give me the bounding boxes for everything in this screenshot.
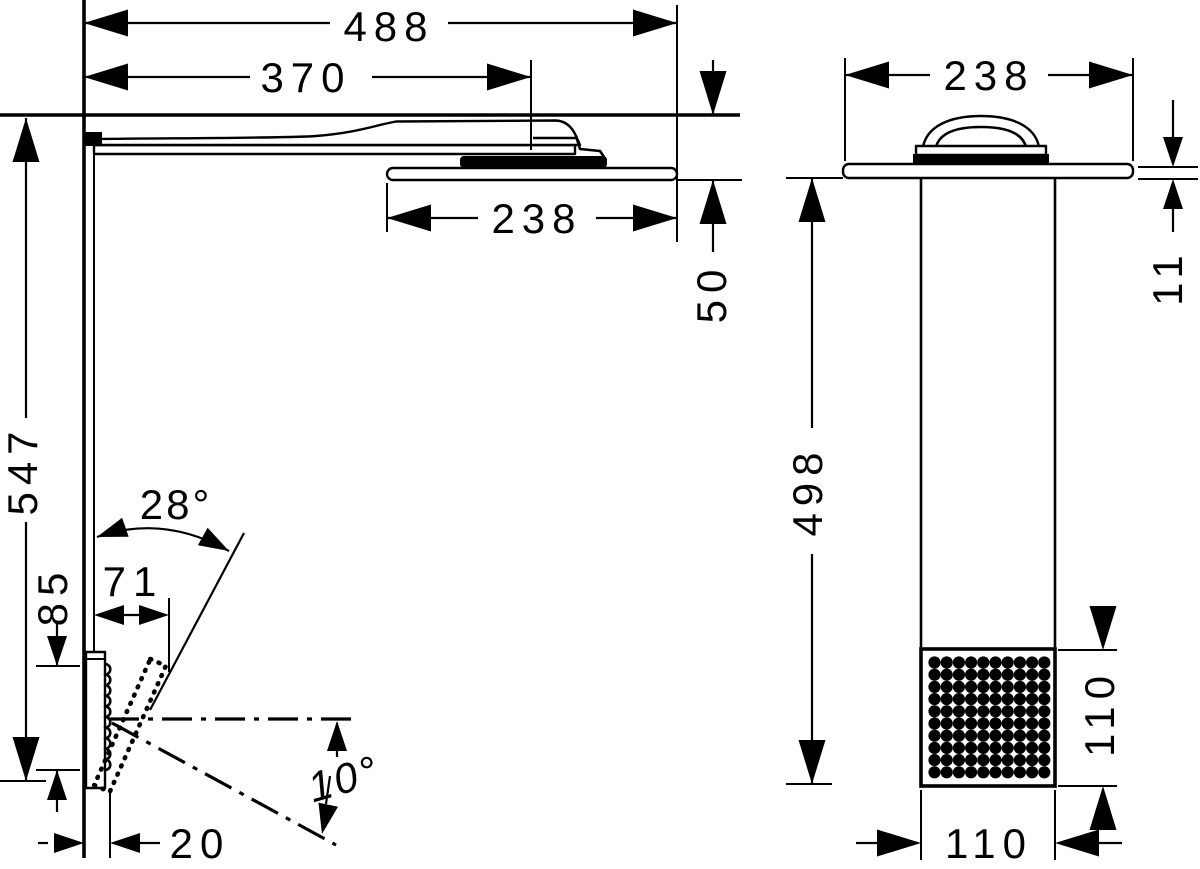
- dim-label-20: 20: [170, 820, 231, 867]
- angled-centerline: [111, 721, 337, 847]
- dim-plate-thickness: 11: [1138, 100, 1198, 306]
- dim-spray-box-width: 110: [856, 790, 1122, 867]
- dim-label-110-width: 110: [945, 820, 1033, 867]
- arm-wall-bracket: [85, 132, 102, 146]
- shower-arm: [85, 119, 607, 168]
- body-spray: [84, 650, 169, 796]
- dim-label-85: 85: [29, 566, 76, 627]
- dim-plate-width: 238: [844, 52, 1134, 161]
- spray-column: [919, 178, 1057, 788]
- dim-tilt-angle: 28°: [93, 481, 234, 560]
- body-spray-housing: [84, 650, 107, 790]
- tilted-spray-outline: [91, 655, 169, 796]
- dome-inner: [934, 125, 1028, 148]
- dim-spray-face-height: 85: [29, 566, 80, 812]
- glass-plate-side: [385, 166, 679, 182]
- spray-box: [919, 647, 1057, 788]
- spray-face-grid: [928, 656, 1051, 779]
- dome-outer: [921, 114, 1041, 149]
- dim-ceiling-drop: 50: [677, 60, 742, 323]
- dim-label-238-front: 238: [943, 52, 1034, 99]
- dim-width-overall: 488: [84, 3, 678, 242]
- dim-label-11: 11: [1144, 248, 1191, 306]
- side-view: 488 370 238 50: [0, 0, 742, 867]
- dim-column-height: 498: [784, 177, 843, 785]
- dim-label-488: 488: [343, 3, 434, 50]
- dim-label-110-height: 110: [1076, 669, 1123, 757]
- arm-underplate: [92, 143, 577, 156]
- dim-label-71: 71: [103, 558, 164, 605]
- tilt-axis-line: [149, 532, 245, 711]
- dome-base: [913, 154, 1049, 165]
- dim-spray-box-height: 110: [1058, 606, 1123, 830]
- head-plate-front: [841, 162, 1135, 180]
- front-view: 238 11 498: [784, 52, 1198, 867]
- head-spray-band: [460, 156, 607, 168]
- dim-label-370: 370: [260, 54, 351, 101]
- dim-label-498: 498: [784, 445, 831, 536]
- dim-spray-reach: 71: [94, 558, 170, 672]
- dim-label-50: 50: [688, 263, 735, 324]
- dim-label-547: 547: [0, 424, 46, 515]
- dim-height-overall: 547: [0, 118, 46, 782]
- dim-plate-depth-side: 238: [386, 183, 677, 242]
- dome-cap: [913, 114, 1049, 165]
- dim-wall-clearance: 20: [38, 792, 231, 867]
- dim-label-238-side: 238: [491, 195, 582, 242]
- head-cap-edge: [574, 135, 606, 158]
- dim-width-to-head: 370: [84, 54, 532, 150]
- dim-label-28deg: 28°: [140, 481, 213, 528]
- dim-spray-angle: 10°: [303, 721, 386, 837]
- dim-label-10deg: 10°: [303, 746, 386, 811]
- arm-blade: [92, 119, 582, 147]
- dome-collar: [914, 144, 1048, 157]
